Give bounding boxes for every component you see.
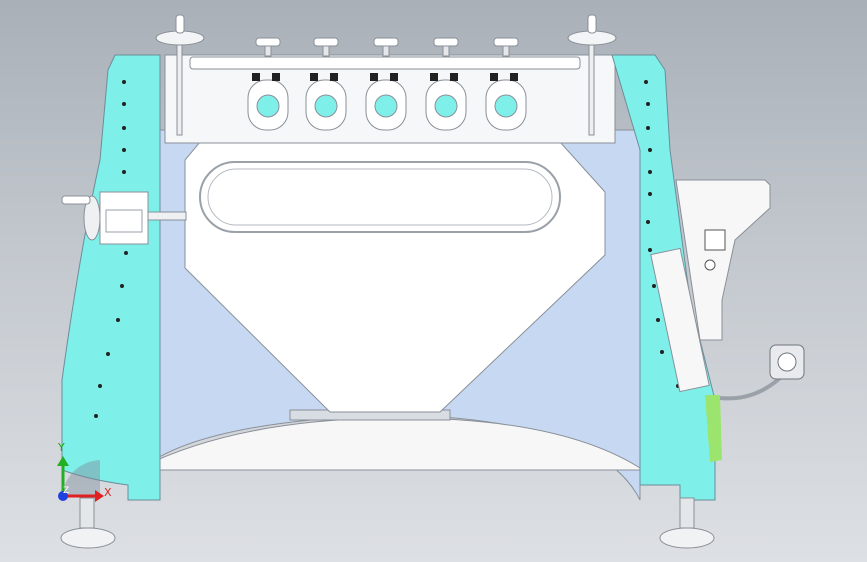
left-side-panel xyxy=(61,54,161,501)
right-side-accent xyxy=(705,395,722,462)
roller-2[interactable] xyxy=(305,73,347,131)
control-switch[interactable] xyxy=(704,229,726,251)
roller-4[interactable] xyxy=(425,73,467,131)
roller-5[interactable] xyxy=(485,73,527,131)
motor-icon[interactable] xyxy=(61,191,187,245)
foot-icon[interactable] xyxy=(60,497,116,549)
adjuster-knob-5[interactable] xyxy=(493,37,519,57)
control-box[interactable] xyxy=(675,179,771,341)
inspection-window-inner xyxy=(207,168,553,226)
axis-x-label: X xyxy=(104,486,112,499)
hopper-panel xyxy=(184,141,606,413)
inspection-window xyxy=(199,161,561,233)
handwheel-icon[interactable] xyxy=(567,14,617,136)
control-indicator xyxy=(704,259,716,271)
adjuster-knob-4[interactable] xyxy=(433,37,459,57)
axis-y-label: Y xyxy=(58,441,65,454)
handwheel-icon[interactable] xyxy=(155,14,205,136)
cable-connector-icon[interactable] xyxy=(769,344,805,380)
adjuster-knob-1[interactable] xyxy=(255,37,281,57)
control-mount-plate xyxy=(650,247,710,393)
axis-triad xyxy=(57,456,104,502)
foot-icon[interactable] xyxy=(659,497,715,549)
adjuster-knob-2[interactable] xyxy=(313,37,339,57)
axis-z-label: Z xyxy=(63,486,70,496)
top-rail xyxy=(189,56,581,70)
roller-1[interactable] xyxy=(247,73,289,131)
adjuster-knob-3[interactable] xyxy=(373,37,399,57)
roller-3[interactable] xyxy=(365,73,407,131)
